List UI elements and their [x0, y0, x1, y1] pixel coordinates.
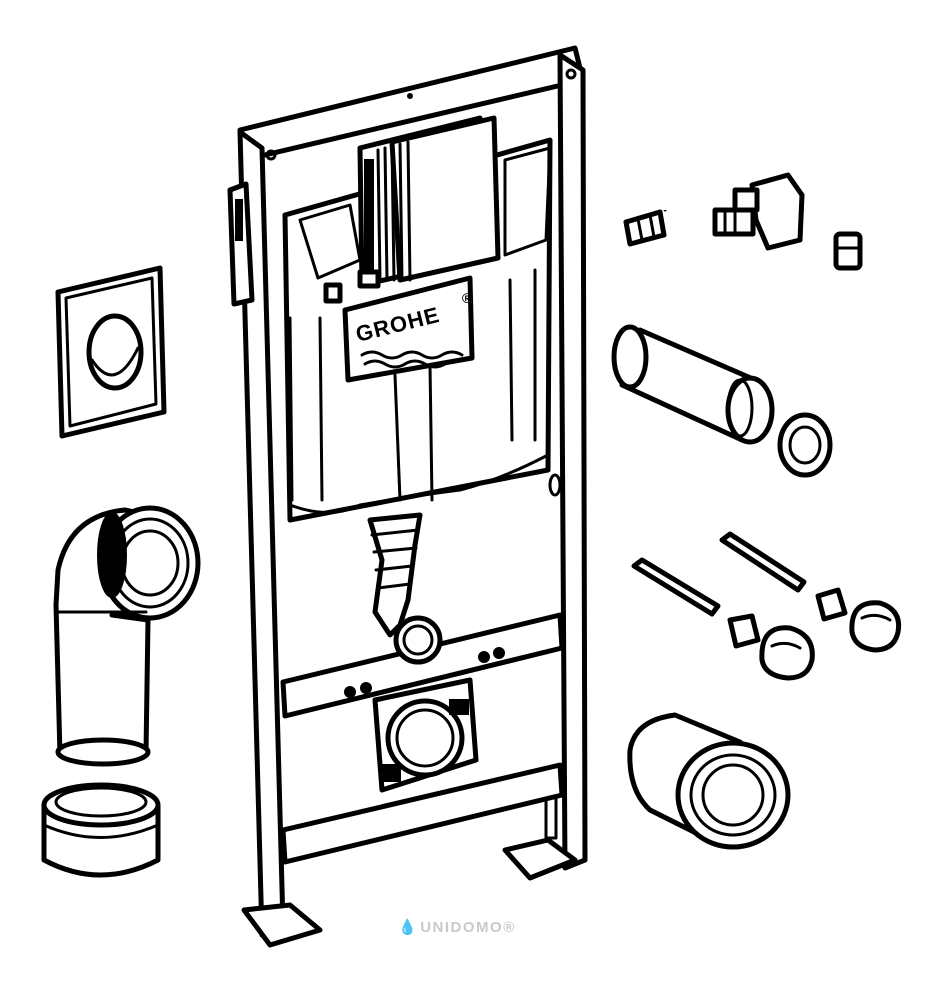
watermark-text: UNIDOMO: [420, 919, 504, 936]
left-wall-bracket: [227, 181, 255, 307]
flush-pipe: [367, 512, 443, 665]
pan-connector-bend: [53, 505, 201, 767]
supply-hose-and-valve: [623, 92, 863, 271]
installation-frame: [237, 45, 588, 948]
service-box: [323, 115, 501, 304]
extension-pipe: [611, 324, 833, 478]
watermark-registered-mark: ®: [503, 919, 516, 936]
fixing-rods-and-nuts: [631, 531, 902, 681]
flush-plate: [55, 265, 167, 439]
waste-outlet-holder: [372, 677, 479, 793]
waste-pipe-connector: [627, 712, 791, 850]
drop-icon: 💧: [398, 919, 419, 936]
unidomo-watermark: 💧UNIDOMO®: [398, 918, 516, 936]
end-cap: [41, 782, 161, 878]
registered-mark: ®: [462, 290, 473, 306]
